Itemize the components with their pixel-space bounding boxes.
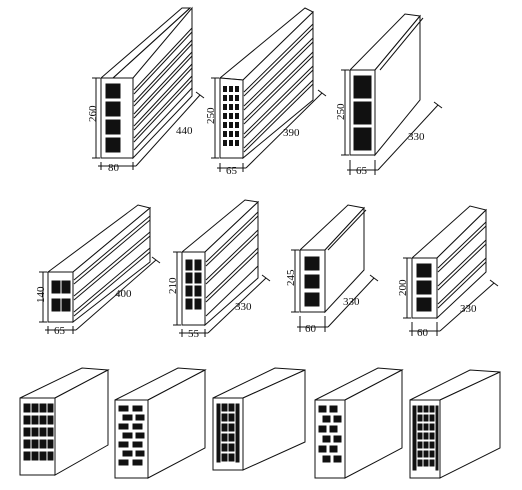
block-4-width-label: 65 xyxy=(54,325,66,337)
block-6-width-label: 60 xyxy=(305,323,317,335)
block-7-length-label: 330 xyxy=(460,303,477,315)
block-1-hole xyxy=(105,137,121,153)
block-4-front-face xyxy=(47,271,74,323)
block-2: 250 390 65 xyxy=(205,7,327,177)
block-1-hole xyxy=(105,101,121,117)
block-10 xyxy=(212,367,306,471)
block-1-height-label: 260 xyxy=(87,105,99,122)
block-1: 260 440 80 xyxy=(87,6,205,174)
block-5-front-face xyxy=(181,251,206,326)
block-3-hole xyxy=(353,75,372,99)
block-9 xyxy=(114,367,207,479)
block-2-length-label: 390 xyxy=(283,127,300,139)
block-7-height-label: 200 xyxy=(397,279,409,296)
block-9-front-face xyxy=(114,399,149,479)
block-6-height-label: 245 xyxy=(285,269,297,286)
block-3-height-label: 250 xyxy=(335,103,347,120)
block-12 xyxy=(409,369,501,479)
block-5-width-label: 55 xyxy=(188,328,200,340)
block-5: 210 330 55 xyxy=(167,199,271,340)
block-2-width-label: 65 xyxy=(226,165,238,177)
block-4-height-label: 140 xyxy=(35,286,47,303)
block-3-hole xyxy=(353,101,372,125)
block-3: 250 330 65 xyxy=(335,13,443,177)
block-3-hole xyxy=(353,127,372,151)
block-1-hole xyxy=(105,83,121,99)
block-1-length-label: 440 xyxy=(176,125,193,137)
block-11 xyxy=(314,367,404,479)
block-7-width-label: 60 xyxy=(417,327,429,339)
block-3-width-label: 65 xyxy=(356,165,368,177)
block-4: 140 400 65 xyxy=(35,204,161,337)
block-7: 200 330 60 xyxy=(397,205,499,339)
block-8 xyxy=(19,367,110,476)
block-6-length-label: 330 xyxy=(343,296,360,308)
block-3-length-label: 330 xyxy=(408,131,425,143)
block-5-length-label: 330 xyxy=(235,301,252,313)
block-5-height-label: 210 xyxy=(167,277,179,294)
block-4-length-label: 400 xyxy=(115,288,132,300)
block-1-hole xyxy=(105,119,121,135)
block-6: 245 330 60 xyxy=(285,204,379,335)
block-2-height-label: 250 xyxy=(205,107,217,124)
block-1-width-label: 80 xyxy=(108,162,120,174)
